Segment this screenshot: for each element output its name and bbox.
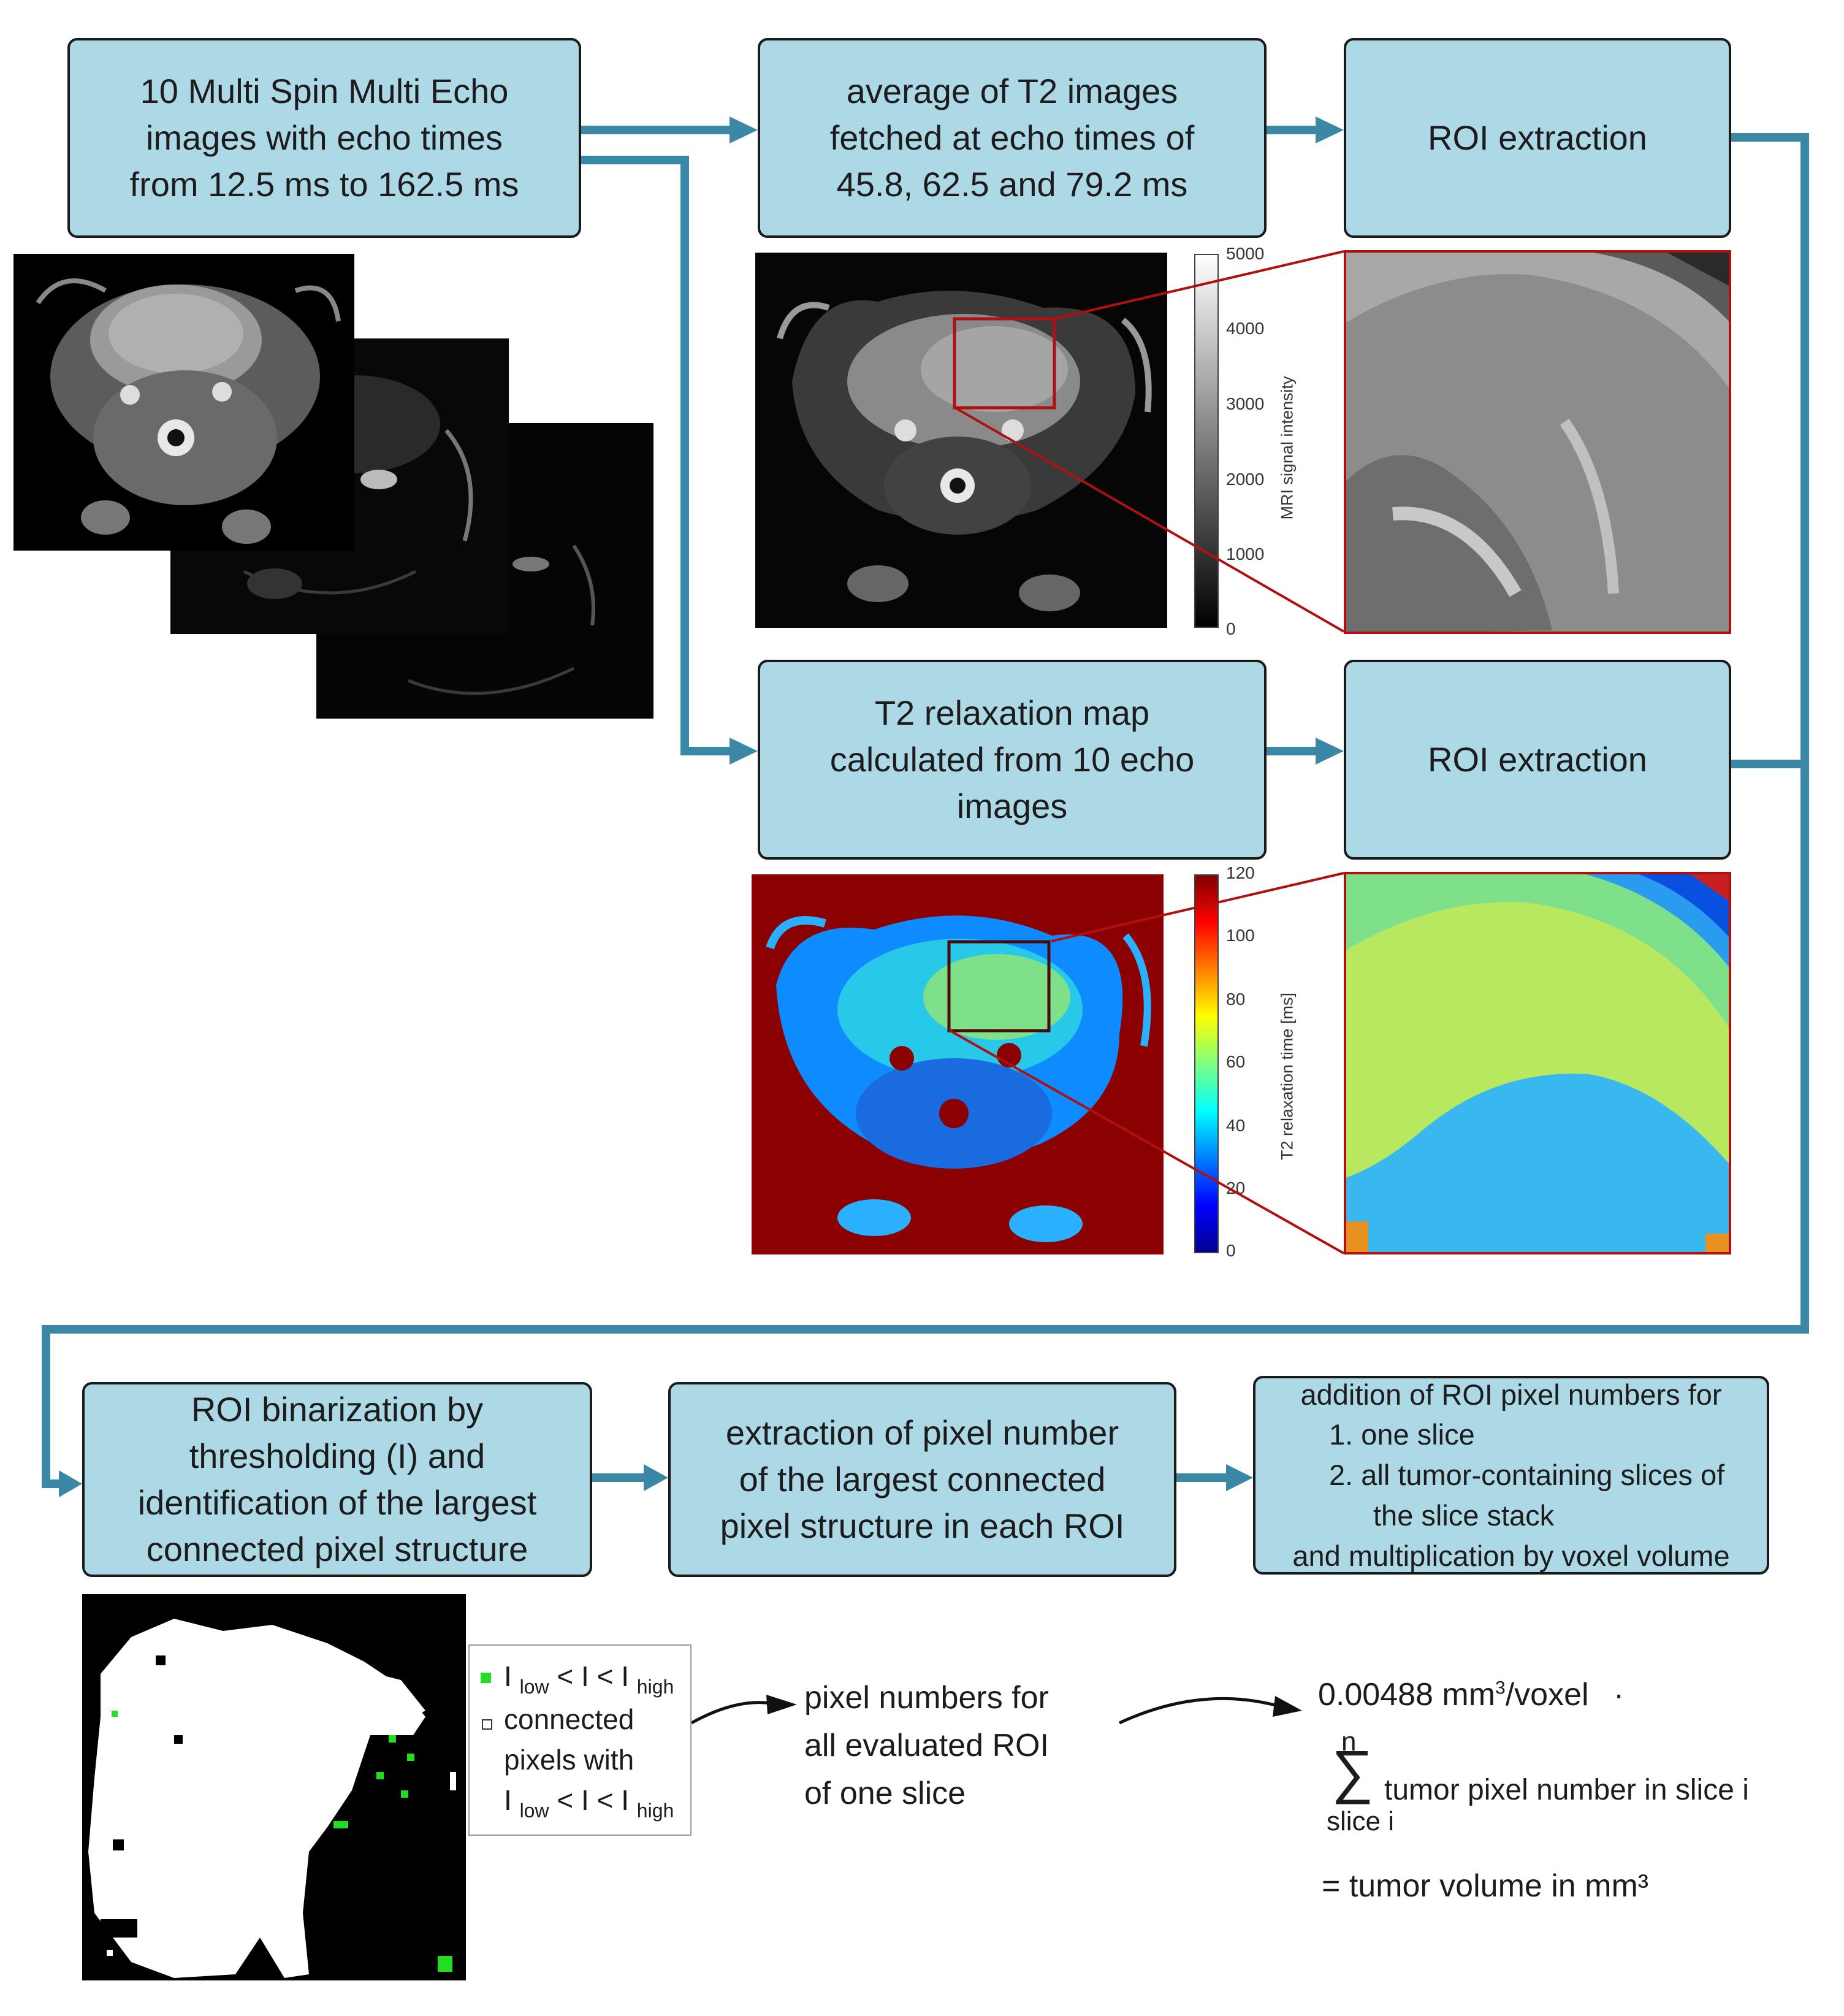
arrow-pixels-to-formula: [1118, 1697, 1281, 1725]
mri-tick-2000: 2000: [1226, 470, 1265, 489]
sum-term: tumor pixel number in slice i: [1384, 1774, 1749, 1806]
box-multi-echo-images: 10 Multi Spin Multi Echo images with ech…: [67, 38, 581, 238]
t2-colorbar-label: T2 relaxation time [ms]: [1278, 992, 1297, 1161]
pixel-numbers-text: pixel numbers for all evaluated ROI of o…: [804, 1680, 1049, 1811]
sum-sigma: ∑: [1332, 1739, 1374, 1804]
legend-white-swatch: [482, 1719, 492, 1730]
mri-tick-5000: 5000: [1226, 244, 1265, 263]
binary-roi-image: [82, 1594, 466, 1980]
t2-tick-80: 80: [1226, 990, 1246, 1009]
legend-threshold-label: I low < I < I high: [504, 1660, 674, 1698]
roi-zoom-gray: [1344, 250, 1731, 634]
mri-tick-4000: 4000: [1226, 319, 1265, 338]
mri-tick-3000: 3000: [1226, 394, 1265, 413]
t2-map-image: [752, 874, 1164, 1254]
binarization-legend: I low < I < I high connected pixels with…: [468, 1644, 691, 1836]
mri-tick-1000: 1000: [1226, 544, 1265, 563]
box-roi-binarization: ROI binarization by thresholding (I) and…: [82, 1382, 592, 1577]
tumor-volume-result: = tumor volume in mm³: [1322, 1868, 1649, 1904]
legend-connected-label-3: I low < I < I high: [504, 1784, 674, 1822]
box-roi-extraction-top: ROI extraction: [1344, 38, 1731, 238]
average-t2-image: [755, 253, 1167, 628]
box-roi-extraction-mid: ROI extraction: [1344, 660, 1731, 860]
sum-lower-limit: slice i: [1327, 1806, 1395, 1836]
t2-tick-120: 120: [1226, 863, 1255, 882]
roi-zoom-t2: [1344, 872, 1731, 1254]
colorbar-t2: [1194, 874, 1219, 1253]
legend-connected-label-2: pixels with: [504, 1744, 634, 1776]
colorbar-mri: [1194, 254, 1219, 628]
echo-image-1: [13, 254, 354, 551]
box-t2-relaxation-map: T2 relaxation map calculated from 10 ech…: [758, 660, 1267, 860]
box-addition-of-roi-pixels: addition of ROI pixel numbers for 1. one…: [1253, 1376, 1769, 1575]
mri-colorbar-label: MRI signal intensity: [1278, 376, 1297, 520]
legend-connected-label: connected: [504, 1703, 634, 1735]
t2-tick-0: 0: [1226, 1241, 1236, 1260]
sum-upper-limit: n: [1341, 1727, 1357, 1757]
t2-tick-40: 40: [1226, 1116, 1246, 1135]
t2-tick-20: 20: [1226, 1178, 1246, 1197]
box-pixel-number-extraction: extraction of pixel number of the larges…: [668, 1382, 1176, 1577]
arrow-legend-to-pixels: [690, 1701, 772, 1725]
mri-tick-0: 0: [1226, 619, 1236, 638]
t2-tick-100: 100: [1226, 926, 1255, 945]
t2-tick-60: 60: [1226, 1052, 1246, 1071]
voxel-volume-formula: 0.00488 mm3/voxel ·: [1318, 1677, 1625, 1712]
legend-green-swatch: [481, 1673, 491, 1683]
box-average-t2: average of T2 images fetched at echo tim…: [758, 38, 1267, 238]
